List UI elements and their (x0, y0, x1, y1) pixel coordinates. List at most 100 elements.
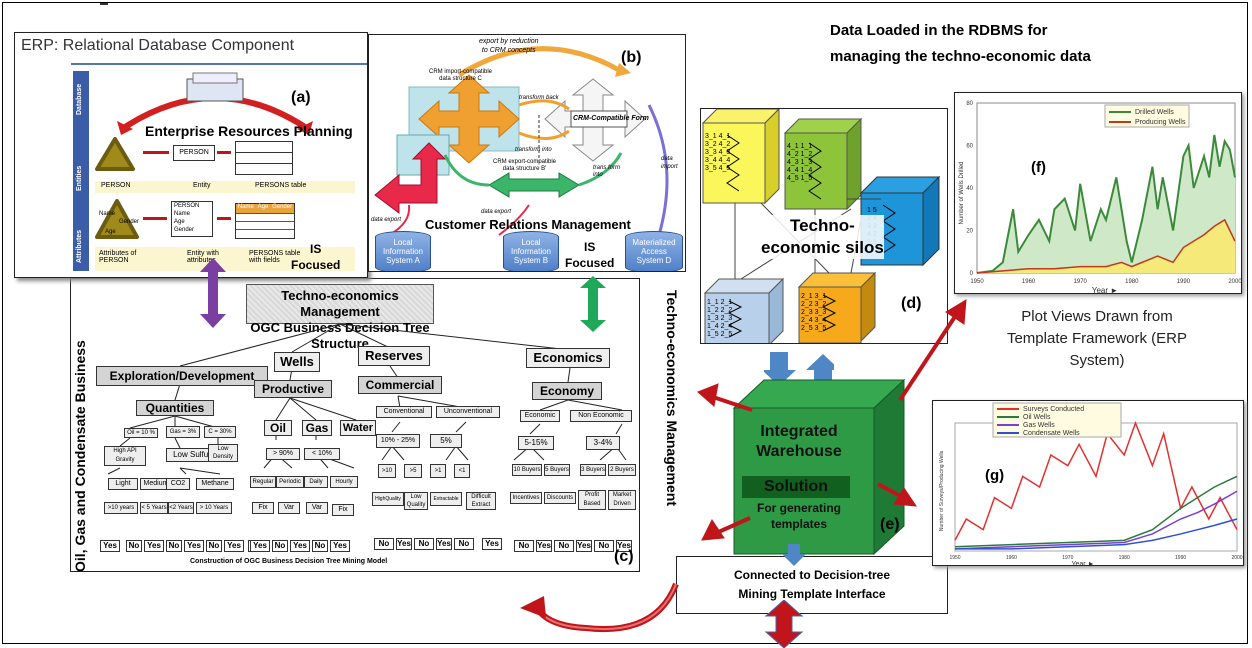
row-label-attributes: Attributes (76, 229, 83, 263)
node-reserves: Reserves (358, 346, 430, 366)
node-3-4: 3-4% (586, 436, 620, 450)
node-gt90: > 90% (266, 448, 300, 460)
attr-col-name: Name (237, 204, 254, 210)
warehouse-title: Integrated Warehouse (734, 422, 864, 462)
silo-orange-5: 2_5 3_5 (801, 325, 827, 332)
node-high-api: High API Gravity (104, 446, 146, 466)
database-arc-graphic (117, 72, 313, 135)
entity-table (235, 141, 293, 175)
series-drilled-line (976, 134, 1236, 274)
tree-root-title1: Techno-economics Management (281, 288, 399, 319)
legend-drilled-label: Drilled Wells (1135, 109, 1174, 116)
silo-lightblue-2: 1_2 2_2 (707, 307, 733, 314)
attr-arrow-1 (143, 217, 167, 220)
node-wells: Wells (274, 352, 320, 372)
attribute-triangle-icon (95, 199, 139, 239)
node-10-buyers: 10 Buyers (512, 464, 542, 476)
x-tick-label: 1990 (1175, 555, 1186, 561)
tree-root-title2: OGC Business Decision Tree Structure (250, 320, 430, 351)
legend-producing-label: Producing Wells (1135, 119, 1186, 126)
node-economy: Economy (532, 382, 602, 400)
panel-b: export by reduction to CRM concepts (b) … (368, 34, 686, 272)
y-tick-label: 80 (966, 101, 973, 107)
node-economic: Economic (520, 410, 560, 422)
panel-a-focus: IS Focused (291, 241, 340, 273)
tree-root: Techno-economics Management OGC Business… (246, 284, 434, 351)
entity-caption-table: PERSONS table (255, 182, 307, 189)
x-tick-label: 1950 (970, 279, 984, 285)
leaf-no: No (414, 538, 434, 550)
crm-import-1: CRM import-compatible (429, 69, 493, 75)
silo-green-2: 4_2 1_2 (787, 151, 813, 158)
node-10-25: 10% - 25% (376, 434, 420, 448)
node-low-density: Low Density (208, 444, 238, 462)
y-axis-label: Number of Wells Drilled (959, 162, 965, 225)
panel-b-focus-1: IS (584, 240, 596, 254)
attr-col-gender: Gender (272, 204, 293, 210)
cyl-b-1: Local (521, 238, 541, 247)
x-tick-label: 1950 (949, 555, 960, 561)
silo-orange-labels: 2_1 3_1 2_2 3_2 2_3 3_3 2_4 3_4 2_5 3_5 (801, 293, 826, 333)
top-mark (100, 3, 108, 5)
y-tick-label: 0 (970, 271, 974, 277)
leaf-yes: Yes (224, 540, 244, 552)
attr-caption-table: PERSONS table with fields (249, 250, 301, 264)
export-reduction-2: to CRM concepts (481, 47, 536, 54)
panel-c-frame (70, 278, 640, 572)
x-axis-label: Year ► (1071, 561, 1094, 566)
node-gas-3: Gas = 3% (166, 426, 200, 438)
node-5pct: 5% (430, 434, 462, 448)
leaf-no: No (272, 540, 288, 552)
tree-caption: Construction of OGC Business Decision Tr… (190, 558, 388, 565)
green-double-arrow (580, 276, 606, 332)
silo-green-1: 4_1 1_1 (787, 143, 813, 150)
node-exploration: Exploration/Development (96, 366, 268, 386)
leaf-no: No (374, 538, 394, 550)
top-title: Data Loaded in the RDBMS for managing th… (830, 18, 1091, 70)
series-surveys-conducted-line (954, 420, 1238, 541)
silo-green-4: 4_4 1_4 (787, 167, 813, 174)
x-tick-label: 1970 (1062, 555, 1073, 561)
warehouse-solution: Solution (742, 476, 850, 498)
transform-into-label: transform into (515, 147, 552, 153)
node-conventional: Conventional (376, 406, 432, 418)
panel-a-focus-2: Focused (291, 258, 341, 272)
panel-g-label: (g) (985, 467, 1005, 484)
crm-export-1: CRM export-compatible (493, 159, 557, 165)
transform-into2-label: trans form into (593, 165, 620, 179)
node-periodic: Periodic (276, 476, 304, 488)
node-regular: Regular (250, 476, 276, 488)
silo-yellow-2: 3_2 4_2 (705, 141, 731, 148)
node-co2: CO2 (166, 478, 190, 490)
entity-arrow-2 (217, 151, 231, 154)
right-vertical-label: Techno-economics Management (664, 290, 680, 507)
node-difficult-extract: Difficult Extract (466, 492, 496, 510)
x-tick-label: 1990 (1177, 279, 1191, 285)
plot-views-line3: System) (1069, 352, 1125, 369)
tree-connectors (107, 323, 627, 475)
node-3-buyers: 3 Buyers (580, 464, 606, 476)
entity-arrow-1 (143, 151, 169, 154)
node-water: Water (340, 420, 376, 436)
node-incentives: Incentives (510, 492, 542, 504)
leaf-yes: Yes (100, 540, 120, 552)
red-double-arrow-bottom (764, 600, 804, 648)
node-commercial: Commercial (358, 376, 442, 394)
attr-person-box: PERSON Name Age Gender (171, 201, 213, 237)
y-axis-label: Number of Surveys/Producing Wells (939, 450, 945, 531)
top-title-line1: Data Loaded in the RDBMS for (830, 22, 1048, 39)
warehouse-sub-2: templates (770, 517, 828, 531)
x-tick-label: 2000 (1231, 555, 1242, 561)
leaf-yes: Yes (396, 538, 412, 550)
local-info-system-a: Local Information System A (375, 231, 431, 271)
x-tick-label: 1980 (1125, 279, 1139, 285)
node-quantities: Quantities (136, 400, 214, 416)
silo-lightblue-4: 1_4 2_4 (707, 323, 733, 330)
node-var-1: Var (278, 502, 300, 514)
legend-g-label: Condensate Wells (1023, 430, 1080, 437)
leaf-no: No (514, 540, 534, 552)
x-tick-label: 1960 (1022, 279, 1036, 285)
silo-yellow-1: 3_1 4_1 (705, 133, 731, 140)
leaf-no: No (554, 540, 574, 552)
